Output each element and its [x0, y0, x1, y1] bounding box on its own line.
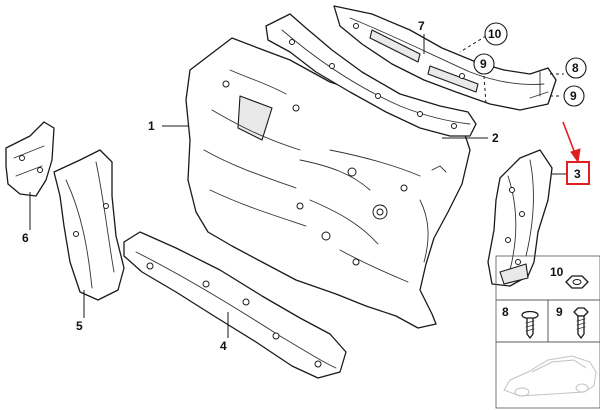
leader-lines [29, 34, 568, 338]
vehicle-silhouette-icon [503, 355, 597, 397]
member-hole [272, 332, 280, 340]
callout-ring-9a [473, 53, 495, 75]
panel-hole [347, 167, 357, 177]
callout-3: 3 [574, 167, 581, 181]
pillar-foot [499, 263, 529, 285]
member-hole [202, 280, 210, 288]
callout-6: 6 [22, 231, 29, 245]
screw-icon [521, 310, 539, 339]
member-hole [146, 262, 154, 270]
pillar-hole [519, 211, 525, 217]
legend-box-vehicle [495, 341, 600, 409]
panel-hole [296, 202, 304, 210]
callout-ring-10 [484, 22, 508, 46]
callout-ring-9b [563, 85, 585, 107]
bracket-hole [353, 23, 359, 29]
panel-hole [352, 258, 360, 266]
part-3-a-pillar-reinforcement [487, 149, 553, 287]
part-5-left-pillar [53, 149, 125, 301]
part-7-top-bracket [333, 5, 557, 111]
member-hole [289, 39, 295, 45]
panel-hole [321, 231, 331, 241]
callout-2: 2 [492, 131, 499, 145]
part-4-lower-cross-member [123, 231, 347, 379]
panel-hole [292, 104, 300, 112]
pillar-hole [515, 259, 521, 265]
member-hole [242, 298, 250, 306]
member-hole [314, 360, 322, 368]
callout-9a: 9 [480, 57, 487, 71]
callout-8: 8 [572, 61, 579, 75]
leader-9a [483, 75, 487, 105]
callout-7: 7 [418, 19, 425, 33]
callout-4: 4 [220, 339, 227, 353]
legend-label-8: 8 [502, 305, 509, 319]
hardware-legend [495, 255, 600, 409]
bracket-hole [459, 73, 465, 79]
panel-grommet-center [376, 208, 384, 216]
pillar-hole [505, 237, 511, 243]
bracket-hole [37, 167, 43, 173]
callout-1: 1 [148, 119, 155, 133]
bracket-hole [19, 155, 25, 161]
bracket-slot [369, 29, 421, 63]
callout-ring-8 [565, 57, 587, 79]
legend-label-9: 9 [556, 305, 563, 319]
member-hole [329, 63, 335, 69]
panel-hole [222, 80, 230, 88]
callout-10: 10 [488, 27, 502, 41]
red-pointer-arrow [562, 121, 581, 164]
callout-9b: 9 [570, 89, 577, 103]
panel-hole [400, 184, 408, 192]
member-hole [451, 123, 457, 129]
pillar-hole [73, 231, 79, 237]
part-6-left-bracket [5, 121, 55, 197]
callout-5: 5 [76, 319, 83, 333]
pillar-hole [509, 187, 515, 193]
highlight-box-3 [566, 161, 590, 185]
member-hole [375, 93, 381, 99]
legend-label-10: 10 [550, 265, 564, 279]
pillar-hole [103, 203, 109, 209]
part-2-upper-cross-member [265, 13, 477, 137]
nut-icon [565, 275, 589, 289]
member-hole [417, 111, 423, 117]
leader-10 [459, 35, 487, 53]
bolt-icon [573, 307, 589, 339]
